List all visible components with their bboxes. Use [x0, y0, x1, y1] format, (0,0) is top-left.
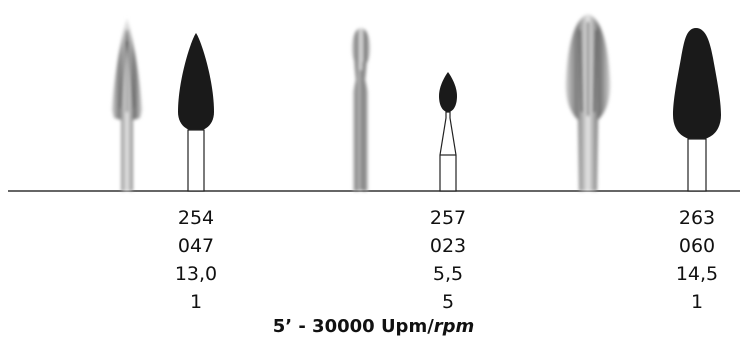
product-number: 254 [177, 207, 215, 229]
bur-photo-257 [352, 28, 370, 191]
speed-label: 5’ - 30000 Upm/ [272, 316, 434, 337]
product-number: 257 [429, 207, 467, 229]
pack-quantity: 1 [189, 291, 203, 313]
bur-schematic-257 [439, 72, 457, 192]
bur-schematic-263 [673, 28, 721, 192]
iso-code: 047 [177, 235, 215, 257]
pack-quantity: 1 [690, 291, 704, 313]
product-column-254: 254 047 13,0 1 [136, 204, 256, 316]
head-size: 14,5 [675, 263, 719, 285]
product-column-263: 263 060 14,5 1 [637, 204, 747, 316]
bur-schematic-254 [178, 33, 214, 192]
head-size: 5,5 [432, 263, 464, 285]
pack-quantity: 5 [441, 291, 455, 313]
bur-photo-263 [565, 14, 611, 191]
iso-code: 060 [678, 235, 716, 257]
bur-photo-254 [112, 18, 142, 191]
product-column-257: 257 023 5,5 5 [388, 204, 508, 316]
product-number: 263 [678, 207, 716, 229]
speed-unit: rpm [433, 316, 475, 337]
head-size: 13,0 [174, 263, 218, 285]
speed-caption: 5’ - 30000 Upm/rpm [0, 314, 747, 340]
iso-code: 023 [429, 235, 467, 257]
